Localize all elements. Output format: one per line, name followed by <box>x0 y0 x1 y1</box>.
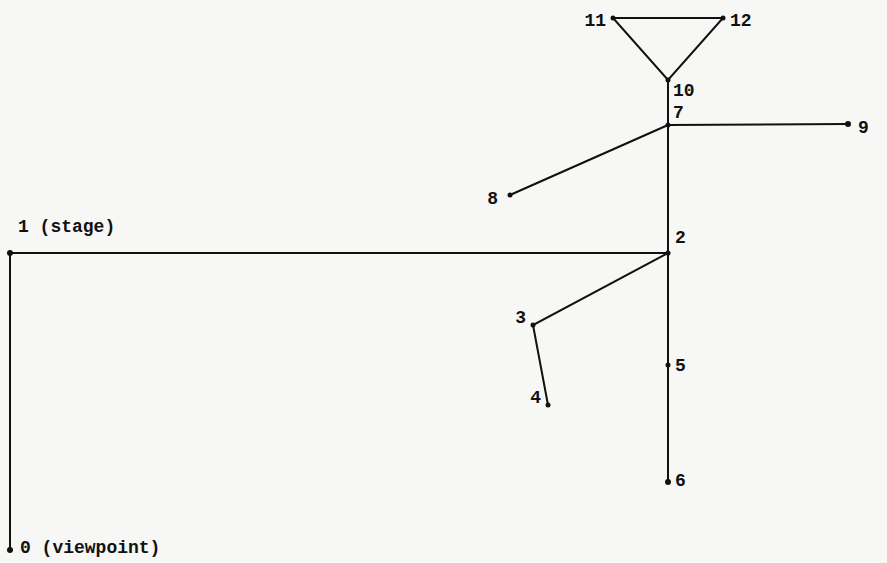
point-dot <box>546 403 551 408</box>
head-triangle <box>613 18 723 80</box>
callout-number: 2 <box>675 229 686 247</box>
body-spine <box>667 80 669 482</box>
point-dot <box>721 16 726 21</box>
arm-right <box>668 124 848 125</box>
callout-number: 0 (viewpoint) <box>20 539 160 557</box>
point-dot <box>666 78 671 83</box>
callout-number: 11 <box>584 12 606 30</box>
callout-number: 6 <box>675 472 686 490</box>
stage-line <box>10 252 668 254</box>
point-dot <box>665 479 671 485</box>
arm-left <box>510 125 668 195</box>
point-dot <box>845 121 851 127</box>
point-dot <box>7 250 13 256</box>
point-dot <box>531 323 536 328</box>
leg <box>533 253 668 405</box>
callout-number: 12 <box>730 12 752 30</box>
callout-number: 7 <box>673 104 684 122</box>
point-dot <box>666 363 671 368</box>
callout-number: 4 <box>530 389 541 407</box>
point-dot <box>666 251 671 256</box>
point-dot <box>508 193 513 198</box>
view-axis <box>9 253 11 550</box>
callout-number: 3 <box>515 309 526 327</box>
callout-number: 1 (stage) <box>18 218 115 236</box>
point-dot <box>611 16 616 21</box>
callout-number: 8 <box>487 190 498 208</box>
point-dot <box>7 547 13 553</box>
callout-number: 9 <box>858 119 869 137</box>
point-dot <box>666 123 671 128</box>
callout-number: 5 <box>675 357 686 375</box>
callout-number: 10 <box>673 82 695 100</box>
